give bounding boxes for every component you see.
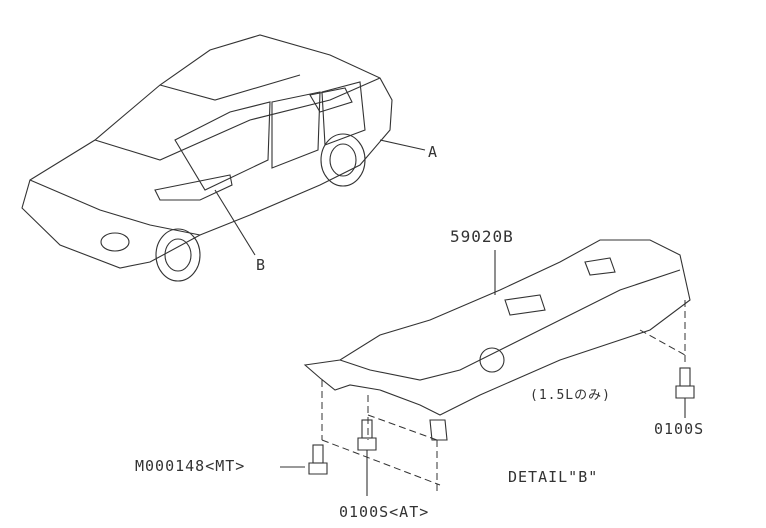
bolt-at [357, 419, 377, 496]
part-number-bolt-right[interactable]: 0100S [654, 420, 705, 438]
detail-label: DETAIL"B" [508, 468, 599, 486]
car-illustration [21, 34, 426, 282]
bolt-right [675, 367, 695, 418]
assembly-lines [321, 300, 686, 495]
callout-b: B [256, 256, 267, 274]
callout-a: A [428, 143, 439, 161]
leader-b [214, 189, 256, 256]
part-number-bolt-at[interactable]: 0100S<AT> [339, 503, 430, 521]
heat-shield-illustration [303, 239, 691, 441]
leader-a [379, 139, 426, 151]
bolt-mt [280, 444, 328, 475]
engine-note: (1.5Lのみ) [530, 388, 611, 403]
part-number-bolt-mt[interactable]: M000148<MT> [135, 457, 246, 475]
part-number-cover[interactable]: 59020B [450, 227, 514, 246]
